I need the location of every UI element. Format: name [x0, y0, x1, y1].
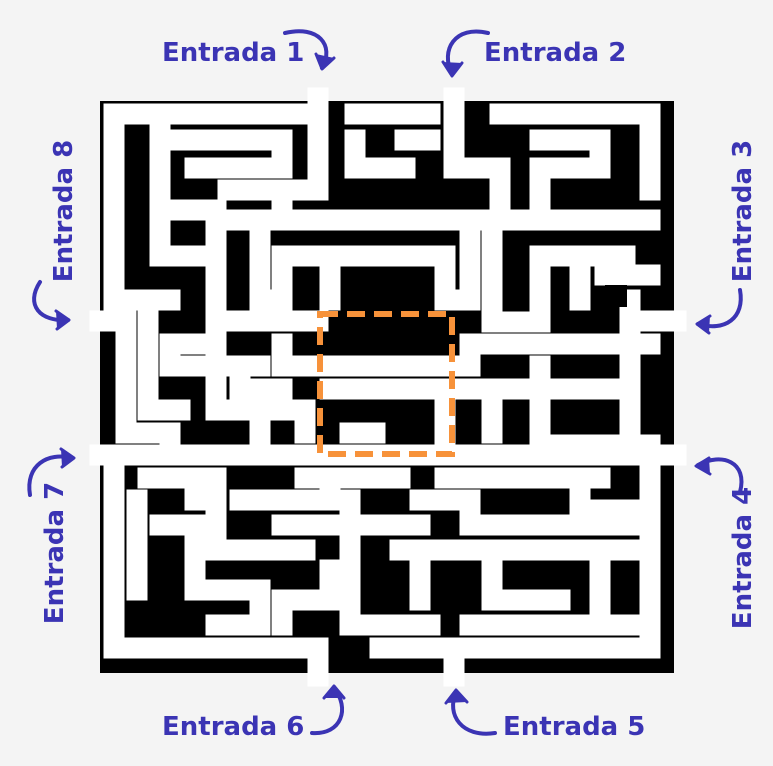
entrance-2-label: Entrada 2	[484, 38, 627, 68]
curved-arrow-icon	[283, 29, 336, 71]
entrance-1-label: Entrada 1	[162, 38, 305, 68]
curved-arrow-icon	[444, 688, 497, 736]
entrance-3-label: Entrada 3	[728, 139, 759, 283]
curved-arrow-icon	[27, 447, 76, 497]
curved-arrow-icon	[32, 280, 71, 331]
arrows	[27, 29, 744, 736]
entrance-4-label: Entrada 4	[728, 486, 759, 630]
center-goal-box	[317, 311, 455, 457]
maze-block	[605, 285, 627, 307]
maze-block	[148, 604, 170, 626]
curved-arrow-icon	[694, 456, 744, 494]
entrance-6-label: Entrada 6	[162, 712, 305, 742]
maze-paths	[89, 87, 687, 687]
curved-arrow-icon	[695, 288, 743, 335]
curved-arrow-icon	[441, 29, 490, 78]
entrance-5-label: Entrada 5	[503, 712, 646, 742]
entrance-7-label: Entrada 7	[40, 481, 71, 625]
entrance-8-label: Entrada 8	[49, 139, 80, 283]
curved-arrow-icon	[310, 684, 346, 736]
